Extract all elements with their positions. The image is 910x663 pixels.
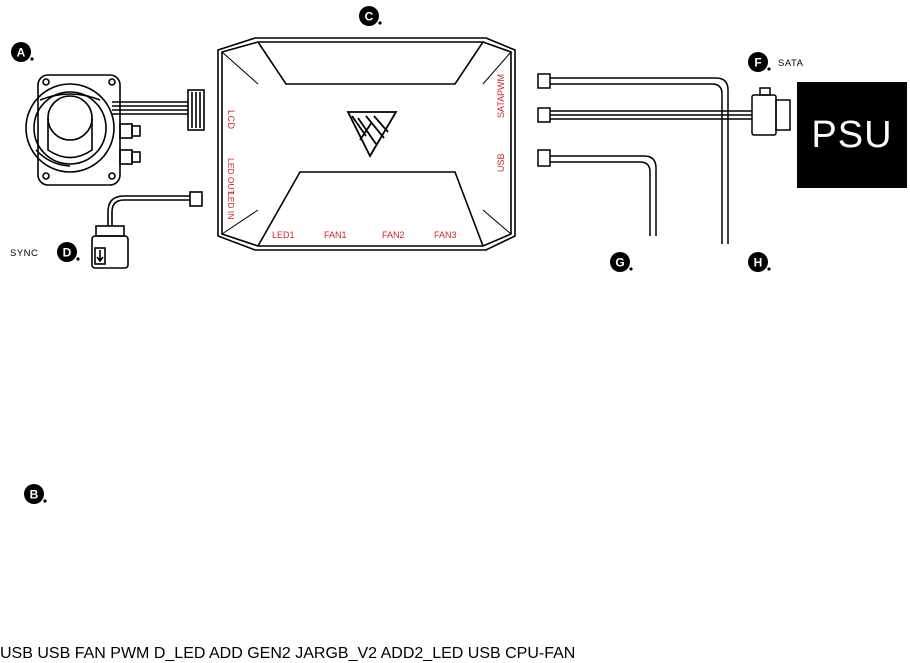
usb-label: USB: [37, 645, 71, 662]
brand-logo-icon: [346, 111, 398, 158]
cpu-cooler-icon: [25, 74, 205, 186]
marker-f: F: [748, 52, 771, 72]
hub-port-sata: SATA: [496, 96, 506, 118]
argb-label: ADD2_LED: [380, 645, 464, 662]
hub-port-lcd: LCD: [226, 110, 236, 130]
argb-label: ADD GEN2: [208, 645, 291, 662]
marker-d: D: [57, 242, 80, 262]
svg-text:G: G: [615, 256, 624, 270]
psu-label: PSU: [811, 113, 893, 156]
psu-box: PSU: [797, 82, 907, 188]
svg-text:A: A: [17, 46, 26, 60]
hub-port-fan2: FAN2: [382, 230, 405, 240]
marker-h: H: [748, 252, 771, 272]
marker-b: B: [24, 484, 47, 504]
argb-header-labels: D_LED ADD GEN2 JARGB_V2 ADD2_LED: [154, 645, 468, 662]
hub-port-led-in: LED IN: [226, 192, 236, 219]
hub-port-usb: USB: [496, 153, 506, 172]
hub-port-led1: LED1: [272, 230, 295, 240]
argb-label: JARGB_V2: [295, 645, 378, 662]
svg-text:D: D: [63, 246, 72, 260]
hub-right-cables: [537, 73, 752, 244]
svg-text:F: F: [754, 56, 761, 70]
marker-a: A: [11, 42, 34, 62]
hub-port-fan3: FAN3: [434, 230, 457, 240]
sata-label: SATA: [778, 58, 804, 69]
wiring-diagram: A B C D F G H: [0, 6, 907, 662]
sata-connector-icon: [751, 87, 791, 136]
diagram-canvas: A B C D F G H: [10, 6, 804, 504]
cpu-fan-label: CPU-FAN: [505, 645, 576, 662]
svg-text:H: H: [754, 256, 763, 270]
controller-hub: [217, 37, 516, 251]
svg-text:C: C: [365, 10, 374, 24]
hub-port-fan1: FAN1: [324, 230, 347, 240]
hub-port-pwm: PWM: [496, 74, 506, 96]
sync-button-icon: [91, 191, 203, 269]
marker-c: C: [359, 6, 382, 26]
hub-port-led-out: LED OUT: [226, 158, 236, 195]
argb-label: D_LED: [153, 645, 206, 662]
marker-g: G: [610, 252, 633, 272]
sync-label: SYNC: [10, 248, 38, 259]
usb-connector-label: USB: [0, 645, 33, 662]
svg-text:B: B: [30, 488, 39, 502]
fan-pwm-label: FAN PWM: [74, 645, 150, 662]
usb-header-label: USB: [467, 645, 501, 662]
